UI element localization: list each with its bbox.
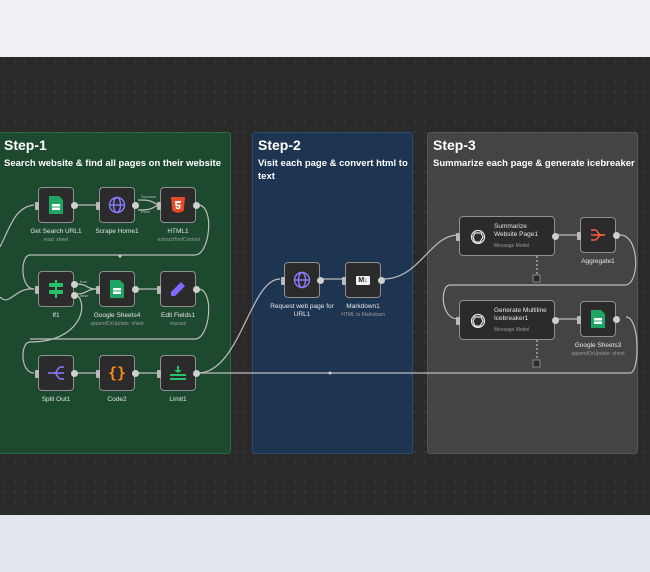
node-split-out[interactable] (35, 355, 78, 391)
edge-label-success: Success (141, 194, 156, 199)
node-scrape-home-label: Scrape Home1 (95, 228, 139, 235)
node-html[interactable] (157, 187, 200, 223)
workflow-canvas[interactable]: Step-1 Search website & find all pages o… (0, 57, 650, 515)
sticky-note-step-3[interactable]: Step-3 Summarize each page & generate ic… (427, 132, 638, 454)
node-markdown[interactable]: M↓ (342, 262, 385, 298)
step-1-subtitle: Search website & find all pages on their… (4, 158, 221, 169)
add-model-plus[interactable] (532, 274, 541, 283)
node-generate-icebreaker[interactable]: Generate Multiline Icebreaker1 Message M… (456, 300, 559, 340)
node-generate-sub: Message Model (494, 327, 530, 333)
node-markdown-sub: HTML to Markdown (341, 312, 385, 318)
if-signpost-icon (49, 280, 63, 298)
node-scrape-home[interactable] (96, 187, 139, 223)
add-model-plus-2[interactable] (532, 359, 541, 368)
node-request-web-page[interactable] (281, 262, 324, 298)
node-google-sheets-3-label: Google Sheets3 (574, 342, 622, 349)
node-split-out-label: Split Out1 (41, 396, 71, 403)
google-sheets-icon (49, 196, 63, 214)
edge-label-false: false (80, 293, 89, 298)
aggregate-icon (591, 229, 605, 241)
node-html-sub: extractHtmlContent (157, 237, 201, 243)
node-code[interactable]: {} (96, 355, 139, 391)
bottom-bar (0, 515, 650, 572)
node-edit-fields-sub: manual (169, 321, 187, 327)
node-html-label: HTML1 (167, 228, 189, 235)
node-code-label: Code2 (107, 396, 127, 403)
node-google-sheets-3[interactable] (577, 301, 620, 337)
step-2-subtitle: Visit each page & convert html to text (258, 158, 408, 182)
markdown-icon: M↓ (356, 275, 370, 285)
google-sheets-icon (591, 310, 605, 328)
node-get-search-url-label: Get Search URL1 (30, 228, 82, 235)
node-google-sheets-4-label: Google Sheets4 (93, 312, 141, 319)
node-request-web-page-label: Request web page for URL1 (270, 303, 334, 318)
sticky-note-step-2[interactable]: Step-2 Visit each page & convert html to… (252, 132, 413, 454)
node-generate-title: Generate Multiline Icebreaker1 (494, 307, 547, 322)
html5-icon (171, 197, 185, 213)
openai-icon (470, 229, 486, 245)
limit-icon (170, 366, 186, 380)
node-aggregate[interactable] (577, 217, 620, 253)
openai-icon (470, 313, 486, 329)
step-3-title: Step-3 (433, 137, 476, 153)
node-markdown-label: Markdown1 (346, 303, 380, 310)
node-edit-fields[interactable] (157, 271, 200, 307)
globe-icon (293, 271, 311, 289)
node-summarize-sub: Message Model (494, 243, 530, 249)
node-google-sheets-4[interactable] (96, 271, 139, 307)
step-1-title: Step-1 (4, 137, 47, 153)
edge-label-error: Error (141, 209, 151, 214)
split-icon (48, 366, 64, 380)
step-3-subtitle: Summarize each page & generate icebreake… (433, 158, 635, 169)
top-bar (0, 0, 650, 57)
google-sheets-icon (110, 280, 124, 298)
node-get-search-url-sub: read: sheet (43, 237, 69, 243)
step-2-title: Step-2 (258, 137, 301, 153)
node-if[interactable] (35, 271, 78, 307)
node-summarize-title: Summarize Website Page1 (494, 223, 538, 238)
node-get-search-url[interactable] (35, 187, 78, 223)
globe-icon (108, 196, 126, 214)
code-braces-icon: {} (107, 364, 127, 382)
node-edit-fields-label: Edit Fields1 (161, 312, 195, 319)
node-limit-label: Limit1 (169, 396, 187, 403)
node-google-sheets-4-sub: appendOrUpdate: sheet (90, 321, 144, 327)
pencil-icon (171, 282, 185, 296)
node-google-sheets-3-sub: appendOrUpdate: sheet (571, 351, 625, 357)
node-if-label: If1 (52, 312, 60, 319)
edge-label-true: true (80, 279, 88, 284)
connections-layer: Success Error true false (0, 194, 638, 375)
node-summarize-website-page[interactable]: Summarize Website Page1 Message Model (456, 216, 559, 256)
node-limit[interactable] (157, 355, 200, 391)
node-aggregate-label: Aggregate1 (581, 258, 615, 265)
